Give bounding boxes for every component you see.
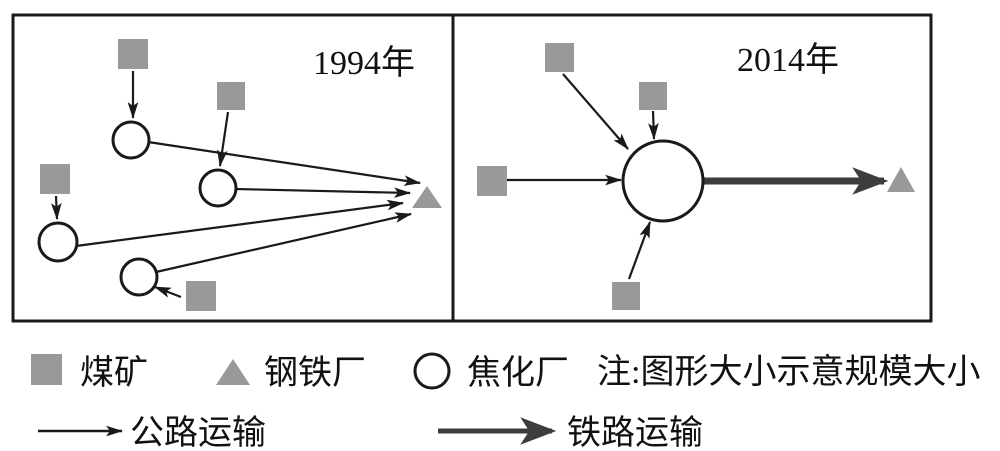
road-transport-arrow [155,212,413,274]
road-transport-arrow [627,221,652,280]
legend-size-note: 注:图形大小示意规模大小 [597,353,980,391]
road-transport-arrow [75,199,405,248]
road-transport-arrow [234,187,412,198]
coal-mine-square [40,164,70,194]
panel-year-label: 2014年 [737,41,839,79]
coal-mine-square [118,39,148,69]
coal-mine-square [186,281,216,311]
steel-plant-triangle [887,167,915,192]
legend-coal-mine-label: 煤矿 [80,354,148,392]
road-transport-arrow [154,285,182,299]
panel-frame-1994 [11,13,455,323]
coal-mine-square [217,82,245,110]
coal-mine-square [612,282,640,310]
coking-plant-circle [37,221,79,263]
road-transport-arrow [147,140,422,186]
legend-coking-plant-icon [413,352,451,390]
legend-rail-transport-label: 铁路运输 [567,414,703,451]
road-transport-arrow [217,111,230,168]
legend-steel-plant-label: 钢铁厂 [264,354,366,392]
road-transport-arrow [648,110,659,141]
coal-mine-square [639,82,667,110]
coking-plant-circle [198,168,238,208]
coking-plant-circle [119,257,159,297]
road-transport-arrow [562,73,629,150]
legend-coking-plant-label: 焦化厂 [467,354,569,392]
coking-plant-circle [111,120,151,160]
legend-steel-plant-icon [216,359,250,385]
coking-plant-circle [621,139,705,223]
road-transport-arrow [51,195,62,221]
panel-year-label: 1994年 [313,44,415,82]
steel-plant-triangle [412,186,442,208]
coal-mine-square [545,43,574,72]
legend-road-transport-label: 公路运输 [130,414,266,451]
legend-coal-mine-icon [31,354,62,385]
coal-mine-square [477,166,507,196]
